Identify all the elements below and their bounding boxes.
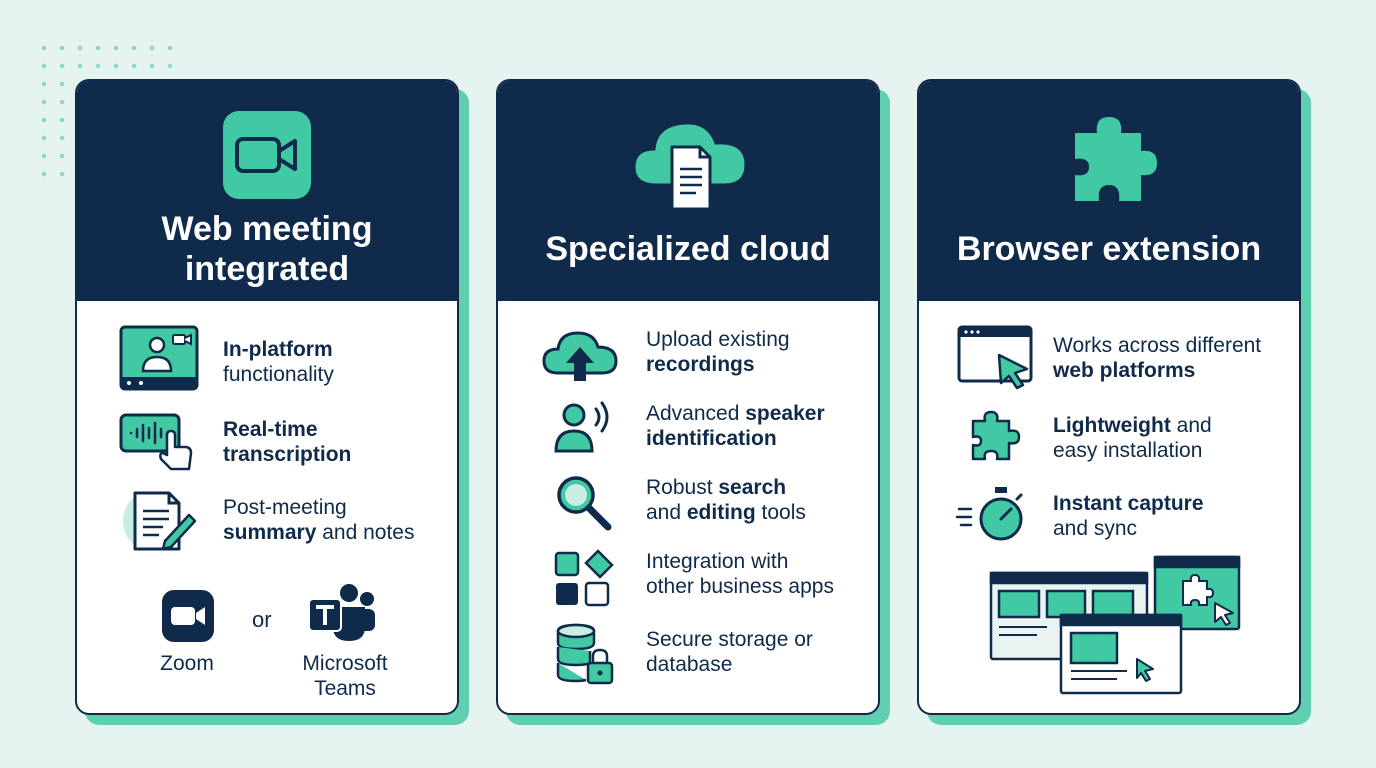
database-lock-icon: [556, 623, 614, 685]
dot-grid-decoration: [41, 45, 173, 177]
card-title: Specialized cloud: [545, 230, 831, 268]
zoom-logo-icon: [162, 590, 214, 642]
browser-windows-illustration: [989, 555, 1241, 695]
browser-cursor-icon: [957, 325, 1033, 390]
audio-wave-tap-icon: [119, 413, 193, 471]
microsoft-teams-logo-icon: [308, 584, 375, 641]
stopwatch-icon: [955, 487, 1023, 541]
video-camera-icon: [223, 111, 311, 199]
card-browser-extension: Browser extension Works across different…: [917, 79, 1301, 715]
or-text: or: [252, 607, 272, 632]
card-header: Browser extension: [919, 81, 1299, 301]
small-puzzle-icon: [971, 410, 1021, 461]
video-call-icon: [119, 325, 199, 391]
cloud-upload-icon: [542, 331, 618, 381]
card-title: Browser extension: [956, 230, 1262, 268]
card-header: Specialized cloud: [498, 81, 878, 301]
cloud-document-icon: [632, 121, 748, 211]
app-integration-icon: [554, 549, 614, 607]
document-pen-icon: [123, 491, 197, 551]
speaker-identification-icon: [554, 401, 609, 453]
puzzle-piece-icon: [1075, 117, 1157, 201]
zoom-label: Zoom: [160, 652, 214, 675]
magnifier-icon: [557, 476, 612, 531]
